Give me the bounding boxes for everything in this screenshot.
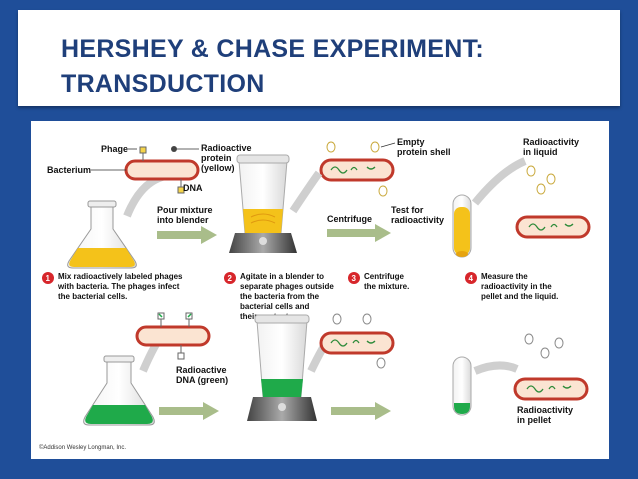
label-pellet-2: in pellet	[517, 415, 551, 425]
green-arrow-1	[157, 226, 217, 244]
bacterium-liquid	[515, 215, 591, 239]
step-2-line-3: the bacteria from the	[240, 292, 320, 301]
experiment-figure: Phage Bacterium Radioactive protein (yel…	[31, 121, 609, 459]
blender-top	[229, 154, 297, 253]
step-2-number: 2	[228, 274, 233, 283]
step-2-line-1: Agitate in a blender to	[240, 272, 324, 281]
green-arrow-2	[327, 224, 391, 242]
label-radioactive-protein-1: Radioactive	[201, 143, 252, 153]
bacterium-top	[124, 146, 200, 194]
label-empty-shell-1: Empty	[397, 137, 425, 147]
bacterium-centrifuge-bottom	[319, 313, 395, 369]
label-test-2: radioactivity	[391, 215, 444, 225]
step-4-line-2: radioactivity in the	[481, 282, 552, 291]
slide-title-line-2: TRANSDUCTION	[61, 70, 265, 98]
yellow-flask	[67, 200, 137, 269]
step-1-number: 1	[46, 274, 51, 283]
slide-title-line-1: HERSHEY & CHASE EXPERIMENT:	[61, 35, 484, 63]
step-3: 3 Centrifuge the mixture.	[348, 272, 409, 291]
grey-arrow-6	[473, 361, 519, 375]
title-band: HERSHEY & CHASE EXPERIMENT: TRANSDUCTION	[18, 10, 620, 106]
step-1-line-3: the bacterial cells.	[58, 292, 127, 301]
label-pour-2: into blender	[157, 215, 209, 225]
test-tube-top	[452, 194, 472, 258]
green-arrow-3	[159, 402, 219, 420]
step-4-number: 4	[469, 274, 474, 283]
label-liquid-2: in liquid	[523, 147, 558, 157]
step-1-line-1: Mix radioactively labeled phages	[58, 272, 183, 281]
step-3-number: 3	[352, 274, 357, 283]
step-3-line-1: Centrifuge	[364, 272, 405, 281]
phages-pellet	[524, 333, 564, 359]
step-2-line-4: bacterial cells and	[240, 302, 309, 311]
step-3-line-2: the mixture.	[364, 282, 409, 291]
label-radioactive-protein-2: protein	[201, 153, 232, 163]
label-bacterium: Bacterium	[47, 165, 91, 175]
experiment-diagram: Phage Bacterium Radioactive protein (yel…	[39, 137, 591, 451]
label-pellet-1: Radioactivity	[517, 405, 573, 415]
step-4-line-3: pellet and the liquid.	[481, 292, 558, 301]
label-dna: DNA	[183, 183, 203, 193]
label-test-1: Test for	[391, 205, 424, 215]
grey-arrow-2	[289, 170, 323, 214]
step-2-line-2: separate phages outside	[240, 282, 334, 291]
blender-bottom	[247, 314, 317, 421]
bacterium-centrifuge-top	[319, 141, 395, 197]
step-1-line-2: with bacteria. The phages infect	[57, 282, 180, 291]
step-2: 2 Agitate in a blender to separate phage…	[224, 272, 334, 321]
green-flask	[83, 355, 155, 426]
phages-in-liquid	[526, 165, 556, 195]
copyright-credit: ©Addison Wesley Longman, Inc.	[39, 444, 126, 451]
label-radioactive-protein-3: (yellow)	[201, 163, 235, 173]
label-pour-1: Pour mixture	[157, 205, 213, 215]
label-empty-shell-2: protein shell	[397, 147, 451, 157]
bacterium-bottom	[135, 312, 211, 360]
label-radioactive-dna-2: DNA (green)	[176, 375, 228, 385]
step-4: 4 Measure the radioactivity in the pelle…	[465, 272, 558, 301]
grey-arrow-3	[471, 157, 527, 206]
label-centrifuge: Centrifuge	[327, 214, 372, 224]
bacterium-pellet	[513, 377, 589, 401]
test-tube-bottom	[452, 356, 472, 416]
label-phage: Phage	[101, 144, 128, 154]
step-4-line-1: Measure the	[481, 272, 528, 281]
label-radioactive-dna-1: Radioactive	[176, 365, 227, 375]
green-arrow-4	[331, 402, 391, 420]
label-liquid-1: Radioactivity	[523, 137, 579, 147]
step-1: 1 Mix radioactively labeled phages with …	[42, 272, 183, 301]
